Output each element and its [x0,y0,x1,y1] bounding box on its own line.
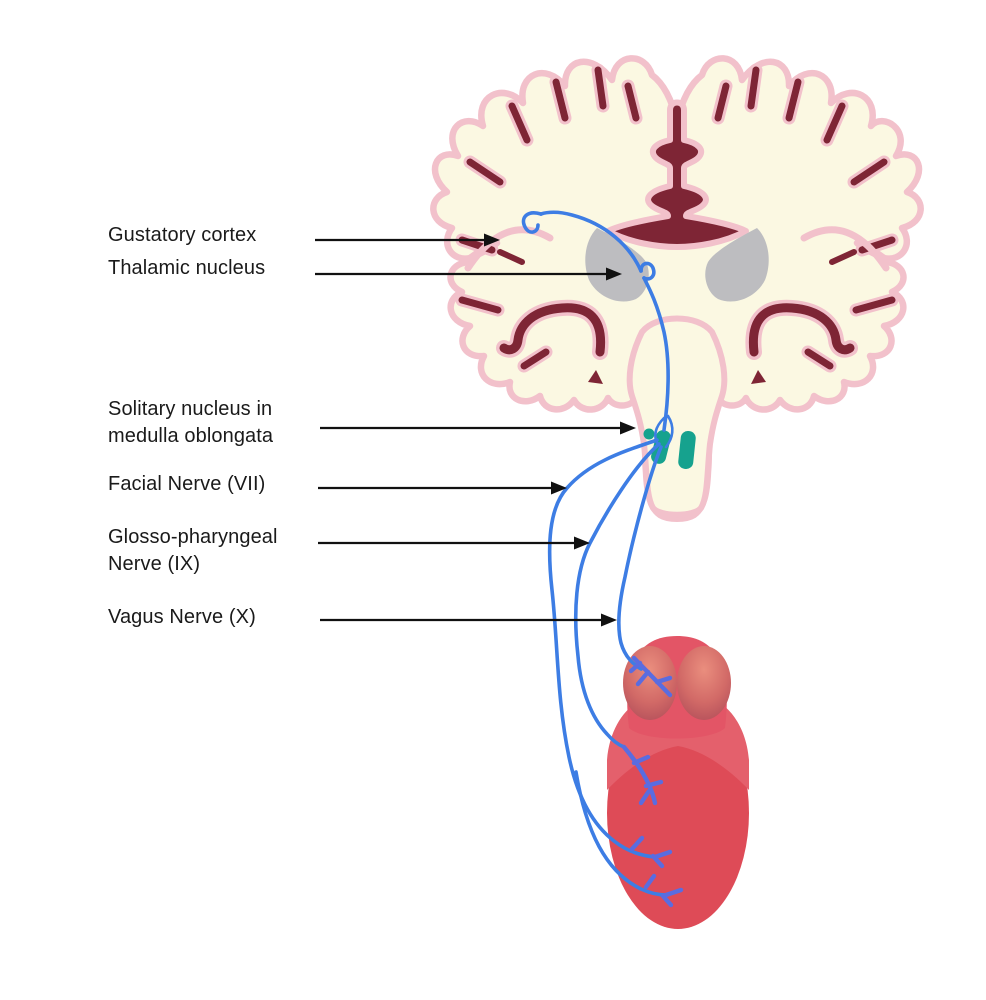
sulci-right [711,63,899,373]
label-thalamic-nucleus: Thalamic nucleus [108,257,266,279]
label-vagus-nerve: Vagus Nerve (X) [108,606,256,628]
cortex-terminal-hook [521,211,543,234]
label-glossopharyngeal-nerve: Glosso-pharyngeal Nerve (IX) [108,526,278,575]
arrow-facial-nerve [318,481,567,495]
annotation-arrows [315,233,636,627]
vagus-nerve-line [617,445,663,671]
tongue [607,636,749,929]
lateral-sulcus-right [800,226,899,272]
thalamus-left [585,228,649,302]
vagus-terminal-branches [628,655,673,698]
nucleus-strand-left [654,416,666,447]
gustatory-pathway [521,210,684,908]
papilla-right [677,646,731,720]
arrow-vagus-nerve [320,613,617,627]
glossopharyngeal-nerve-line [573,442,661,749]
facial-nerve-lower-branch [574,770,668,897]
lateral-ventricle-left [496,299,609,384]
arrow-glossopharyngeal-nerve [318,536,590,550]
glossopharyngeal-terminal-branches [621,744,664,806]
arrow-solitary-nucleus [320,421,636,435]
label-gustatory-cortex: Gustatory cortex [108,224,257,246]
midline-fissure [605,99,749,250]
lateral-ventricle-right [745,299,858,384]
arrow-thalamic-nucleus [315,267,622,281]
arrow-gustatory-cortex [315,233,500,247]
thalamocortical-line [539,210,643,273]
thalamus-right [705,228,769,302]
label-solitary-nucleus: Solitary nucleus in medulla oblongata [108,398,274,447]
lateral-sulcus-left [455,226,554,272]
facial-terminal-branches [629,835,684,908]
brain-coronal-section [430,55,924,522]
label-facial-nerve: Facial Nerve (VII) [108,473,266,495]
cerebrum-outline [430,55,924,522]
papilla-left [623,646,677,720]
nucleus-strand-right [664,414,674,449]
sulci-left [455,63,643,373]
thalamus-synapse-loop [639,261,656,281]
ascending-pathway-line [642,276,670,432]
facial-nerve-line [547,438,659,859]
